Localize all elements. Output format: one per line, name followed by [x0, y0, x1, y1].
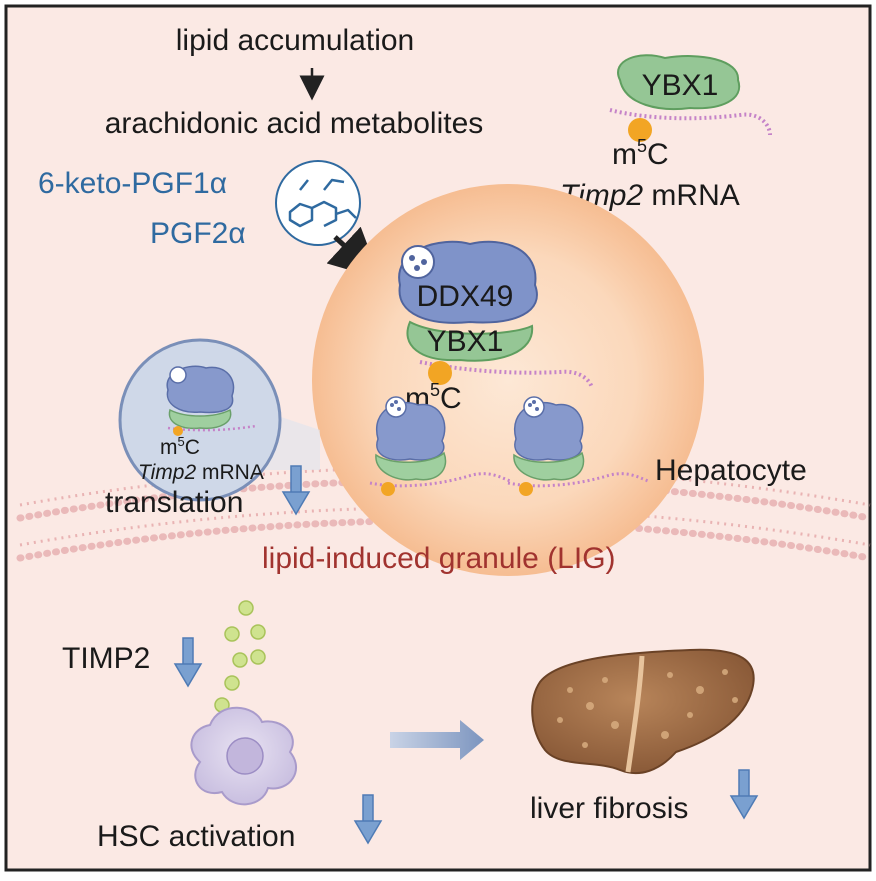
hsc-cell-icon	[190, 706, 297, 806]
label-6-keto-pgf1a: 6-keto-PGF1α	[38, 167, 227, 200]
label-timp2-mrna-inset: Timp2 mRNA	[138, 461, 264, 484]
label-m5c-granule: m5C	[405, 380, 462, 415]
label-m5c-top: m5C	[612, 136, 669, 171]
label-lipid-induced-granule: lipid-induced granule (LIG)	[262, 542, 616, 575]
timp2-particles	[214, 600, 266, 713]
label-timp2-mrna-top: Timp2 mRNA	[560, 179, 740, 212]
label-lipid-accumulation: lipid accumulation	[176, 24, 414, 57]
ddx49-ybx1-complex	[398, 240, 594, 389]
label-pgf2a: PGF2α	[150, 217, 246, 250]
label-ddx49: DDX49	[417, 280, 514, 313]
liver-icon	[531, 648, 755, 775]
label-hsc-activation: HSC activation	[97, 820, 295, 853]
label-ybx1-top: YBX1	[642, 69, 719, 102]
ybx1-mrna-complex-icon	[609, 54, 772, 142]
label-m5c-inset: m5C	[160, 434, 200, 459]
label-ybx1-granule: YBX1	[427, 325, 504, 358]
label-hepatocyte: Hepatocyte	[655, 454, 807, 487]
label-liver-fibrosis: liver fibrosis	[530, 792, 688, 825]
lipid-induced-granule	[312, 184, 704, 576]
label-arachidonic-metabolites: arachidonic acid metabolites	[105, 107, 484, 140]
label-translation: translation	[105, 486, 243, 519]
metabolite-molecule-icon	[275, 160, 361, 246]
inset-complex-icon	[166, 365, 257, 436]
label-timp2: TIMP2	[62, 642, 150, 675]
arrow-hsc-to-liver	[390, 720, 484, 760]
